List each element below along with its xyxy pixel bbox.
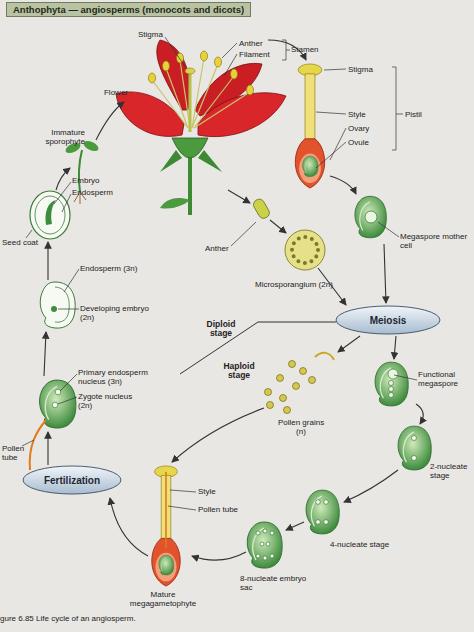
part-label: Stamen — [291, 45, 331, 54]
sepal — [198, 150, 222, 172]
filaments — [152, 58, 250, 128]
part-label: Immature sporophyte — [30, 128, 85, 146]
microspore-ring — [292, 237, 318, 263]
part-label: Pollen tube — [2, 444, 42, 462]
embryo — [51, 306, 57, 312]
node-text: Fertilization — [44, 475, 100, 486]
stage-divider — [180, 322, 336, 374]
leader-lines — [22, 37, 417, 510]
part-label: Primary endosperm nucleus (3n) — [78, 368, 158, 386]
part-label: Stigma — [138, 30, 178, 39]
sepal — [160, 150, 182, 172]
petal — [116, 92, 184, 136]
part-label: Stigma — [348, 65, 388, 74]
developing-seed — [40, 282, 75, 328]
part-label: Filament — [239, 50, 284, 59]
nuclei — [52, 389, 61, 408]
pistil — [295, 64, 324, 188]
figure-caption: gure 6.85 Life cycle of an angiosperm. — [0, 614, 136, 623]
functional-megaspore — [375, 362, 408, 406]
part-label: Pistil — [405, 110, 445, 119]
anthers — [149, 51, 254, 95]
pollen-tube — [165, 472, 167, 548]
pollen-grains — [265, 361, 316, 414]
ellipse-shape — [336, 306, 440, 334]
part-label: Functional megaspore — [418, 370, 473, 388]
part-label: Anther — [239, 39, 279, 48]
flower-illustration — [116, 40, 286, 215]
part-label: 4-nucleate stage — [330, 540, 400, 549]
cell — [365, 211, 377, 223]
part-label: Ovary — [348, 124, 388, 133]
node-text: Meiosis — [370, 315, 407, 326]
part-label: Microsporangium (2n) — [255, 280, 365, 289]
nuclei — [316, 500, 329, 525]
process-ellipse: Fertilization — [22, 465, 122, 495]
mature-megagametophyte — [152, 466, 180, 586]
part-label: Flower — [88, 88, 128, 97]
part-label: 2-nucleate stage — [430, 462, 474, 480]
petal — [198, 93, 286, 137]
style — [189, 74, 192, 132]
title-bar: Anthophyta — angiosperms (monocots and d… — [6, 2, 251, 17]
process-ellipse: Meiosis — [335, 305, 441, 335]
part-label: Endosperm (3n) — [80, 264, 160, 273]
nuclei — [412, 436, 417, 461]
part-label: Developing embryo (2n) — [80, 304, 160, 322]
microsporangium — [285, 230, 325, 270]
endosperm-outline — [55, 287, 69, 322]
two-nucleate-ovule — [398, 426, 431, 470]
germinating-pollen — [315, 353, 334, 360]
part-label: Pollen grains (n) — [276, 418, 326, 436]
part-label: Mature megagametophyte — [118, 590, 208, 608]
anther — [252, 197, 272, 220]
pollen-tube — [30, 420, 46, 470]
stem — [188, 150, 192, 215]
part-label: Ovule — [348, 138, 388, 147]
four-nucleate-ovule — [306, 490, 339, 534]
part-label: Zygote nucleus (2n) — [78, 392, 148, 410]
eight-nucleate-ovule — [247, 522, 282, 568]
part-label: 8-nucleate embryo sac — [240, 574, 310, 592]
part-label: Style — [348, 110, 388, 119]
ellipse-shape — [23, 466, 121, 494]
nuclei — [256, 529, 274, 560]
part-label: Endosperm — [72, 188, 127, 197]
part-label: Pollen tube — [198, 505, 258, 514]
petal — [157, 40, 190, 110]
part-label: Embryo — [72, 176, 122, 185]
megaspore-mother-cell — [355, 196, 386, 238]
part-label: Seed coat — [2, 238, 52, 247]
part-label: Diploid stage — [196, 320, 246, 338]
part-label: Style — [198, 487, 238, 496]
endosperm-outline — [35, 196, 65, 234]
part-label: Megaspore mother cell — [400, 232, 470, 250]
megaspores — [388, 369, 398, 398]
seed — [30, 191, 70, 239]
part-label: Haploid stage — [214, 362, 264, 380]
part-label: Anther — [205, 244, 245, 253]
stigma — [185, 68, 195, 74]
leaf — [160, 198, 190, 209]
